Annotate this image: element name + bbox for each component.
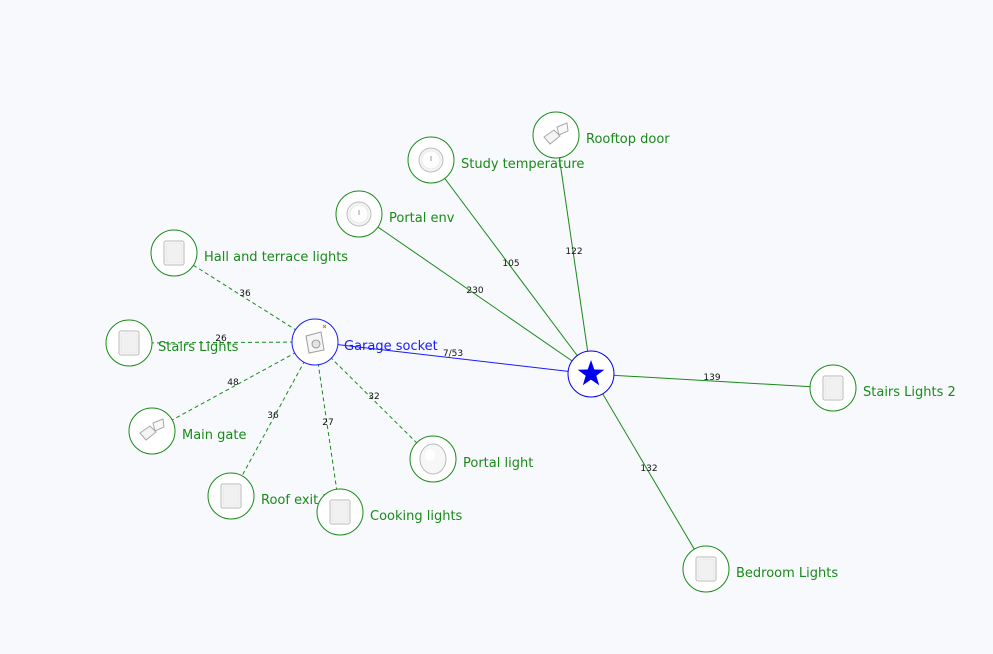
door-sensor-icon xyxy=(139,418,165,441)
smart-plug-icon xyxy=(305,324,327,354)
wall-switch-icon xyxy=(163,240,185,266)
device-label[interactable]: Main gate xyxy=(182,428,246,443)
device-node-maingate[interactable]: Main gate xyxy=(128,407,246,455)
device-label[interactable]: Stairs Lights 2 xyxy=(863,385,956,400)
link-coordinator-study xyxy=(430,159,592,375)
device-label[interactable]: Stairs Lights xyxy=(158,340,239,355)
device-node-portalenv[interactable]: Portal env xyxy=(335,190,455,238)
link-quality-label: 230 xyxy=(466,286,483,296)
link-quality-label: 32 xyxy=(368,392,379,402)
link-garage-stairs xyxy=(128,341,316,344)
wall-switch-icon xyxy=(220,483,242,509)
device-label[interactable]: Portal light xyxy=(463,456,533,471)
door-sensor-icon xyxy=(543,122,569,145)
device-label[interactable]: Bedroom Lights xyxy=(736,566,838,581)
device-label[interactable]: Hall and terrace lights xyxy=(204,250,348,265)
device-node-stairs2[interactable]: Stairs Lights 2 xyxy=(809,364,956,412)
button-egg-icon xyxy=(419,443,447,475)
device-node-cooking[interactable]: Cooking lights xyxy=(316,488,463,536)
link-quality-label: 27 xyxy=(322,418,333,428)
link-coordinator-garage xyxy=(314,341,592,375)
link-quality-label: 36 xyxy=(267,411,279,421)
link-quality-label: 105 xyxy=(502,259,519,269)
coordinator-node[interactable] xyxy=(567,350,615,398)
link-coordinator-stairs2 xyxy=(590,373,834,389)
device-node-stairs[interactable]: Stairs Lights xyxy=(105,319,239,367)
wall-switch-icon xyxy=(118,330,140,356)
link-quality-label: 132 xyxy=(640,464,657,474)
wall-switch-icon xyxy=(822,375,844,401)
link-garage-roofexit xyxy=(230,341,316,497)
link-garage-maingate xyxy=(151,341,316,432)
device-node-rooftop[interactable]: Rooftop door xyxy=(532,111,670,159)
link-labels-layer: 7/53 122 105 230 139 132 36 26 48 36 27 32 xyxy=(215,247,721,474)
star-icon xyxy=(577,360,605,386)
device-node-hall[interactable]: Hall and terrace lights xyxy=(150,229,348,277)
device-label[interactable]: Garage socket xyxy=(344,339,438,354)
link-garage-cooking xyxy=(314,341,341,513)
link-coordinator-bedroom xyxy=(590,373,707,570)
device-node-portallight[interactable]: Portal light xyxy=(409,435,533,483)
wall-switch-icon xyxy=(695,556,717,582)
device-label[interactable]: Rooftop door xyxy=(586,132,670,147)
link-quality-label: 36 xyxy=(239,289,251,299)
link-quality-label: 48 xyxy=(227,378,239,388)
wall-switch-icon xyxy=(329,499,351,525)
links-layer xyxy=(128,134,834,570)
device-label[interactable]: Cooking lights xyxy=(370,509,463,524)
link-coordinator-portalenv xyxy=(358,213,592,375)
link-quality-label: 26 xyxy=(215,334,227,344)
device-label[interactable]: Portal env xyxy=(389,211,455,226)
device-node-bedroom[interactable]: Bedroom Lights xyxy=(682,545,838,593)
device-node-study[interactable]: Study temperature xyxy=(407,136,584,184)
device-label[interactable]: Study temperature xyxy=(461,157,584,172)
device-node-garage[interactable]: Garage socket xyxy=(291,318,438,366)
link-quality-label: 7/53 xyxy=(443,349,463,359)
link-coordinator-rooftop xyxy=(555,134,592,375)
link-quality-label: 122 xyxy=(565,247,582,257)
temperature-sensor-icon xyxy=(346,201,372,227)
link-quality-label: 139 xyxy=(703,373,720,383)
temperature-sensor-icon xyxy=(418,147,444,173)
